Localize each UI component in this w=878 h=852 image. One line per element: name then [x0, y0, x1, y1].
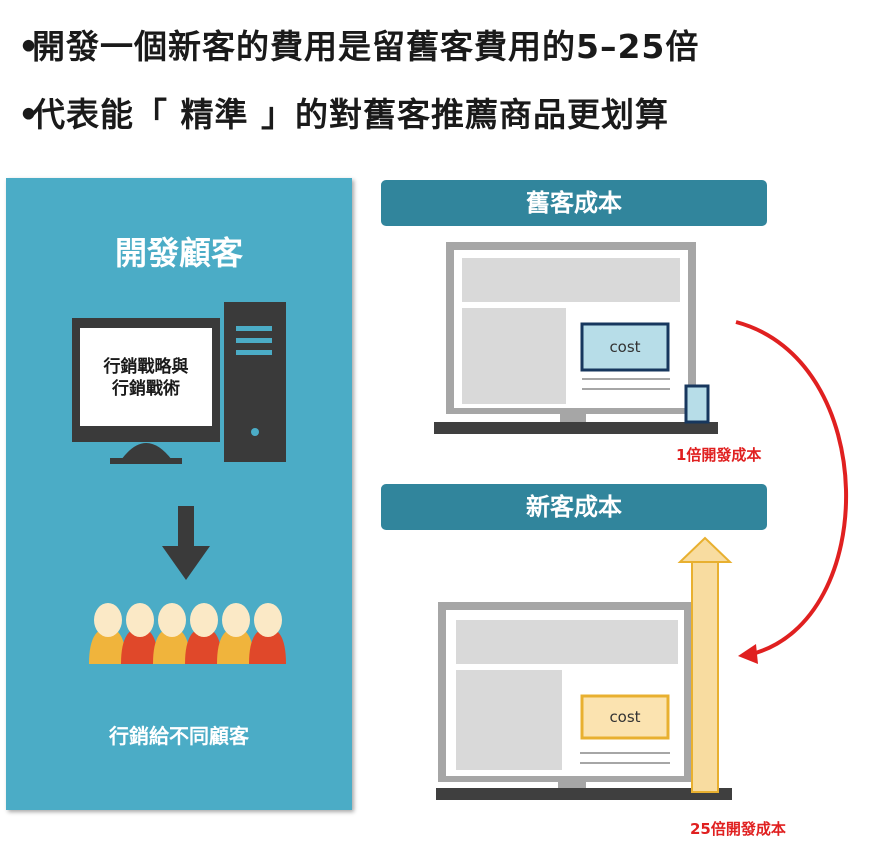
- bullet-1-text: 開發一個新客的費用是留舊客費用的5–25倍: [32, 27, 700, 66]
- screen-line-1: 行銷戰略與: [103, 357, 189, 377]
- down-arrow-icon: [162, 506, 210, 580]
- old-cost-label: cost: [609, 338, 641, 356]
- new-customer-monitor-icon: [436, 602, 732, 800]
- old-multiplier-label: 1倍開發成本: [676, 446, 762, 464]
- new-customer-cost-bar: 新客成本: [381, 484, 767, 530]
- bullet-2-text: 代表能「 精準 」的對舊客推薦商品更划算: [32, 95, 669, 134]
- new-cost-label: cost: [609, 708, 641, 726]
- monitor-screen-text: 行銷戰略與 行銷戰術: [76, 356, 216, 400]
- old-customer-cost-bar: 舊客成本: [381, 180, 767, 226]
- cost-increase-arrow-icon: [677, 536, 733, 793]
- panel-title: 開發顧客: [114, 234, 243, 272]
- panel-caption: 行銷給不同顧客: [109, 724, 249, 748]
- screen-line-2: 行銷戰術: [112, 379, 180, 399]
- bullet-2: •代表能「 精準 」的對舊客推薦商品更划算: [18, 95, 669, 134]
- develop-customers-panel: 開發顧客: [6, 178, 352, 810]
- computer-illustration: [72, 302, 286, 664]
- people-group-icon: [89, 603, 286, 664]
- new-multiplier-label: 25倍開發成本: [690, 820, 786, 838]
- old-customer-monitor-icon: [434, 242, 718, 434]
- bullet-1: •開發一個新客的費用是留舊客費用的5–25倍: [18, 27, 700, 66]
